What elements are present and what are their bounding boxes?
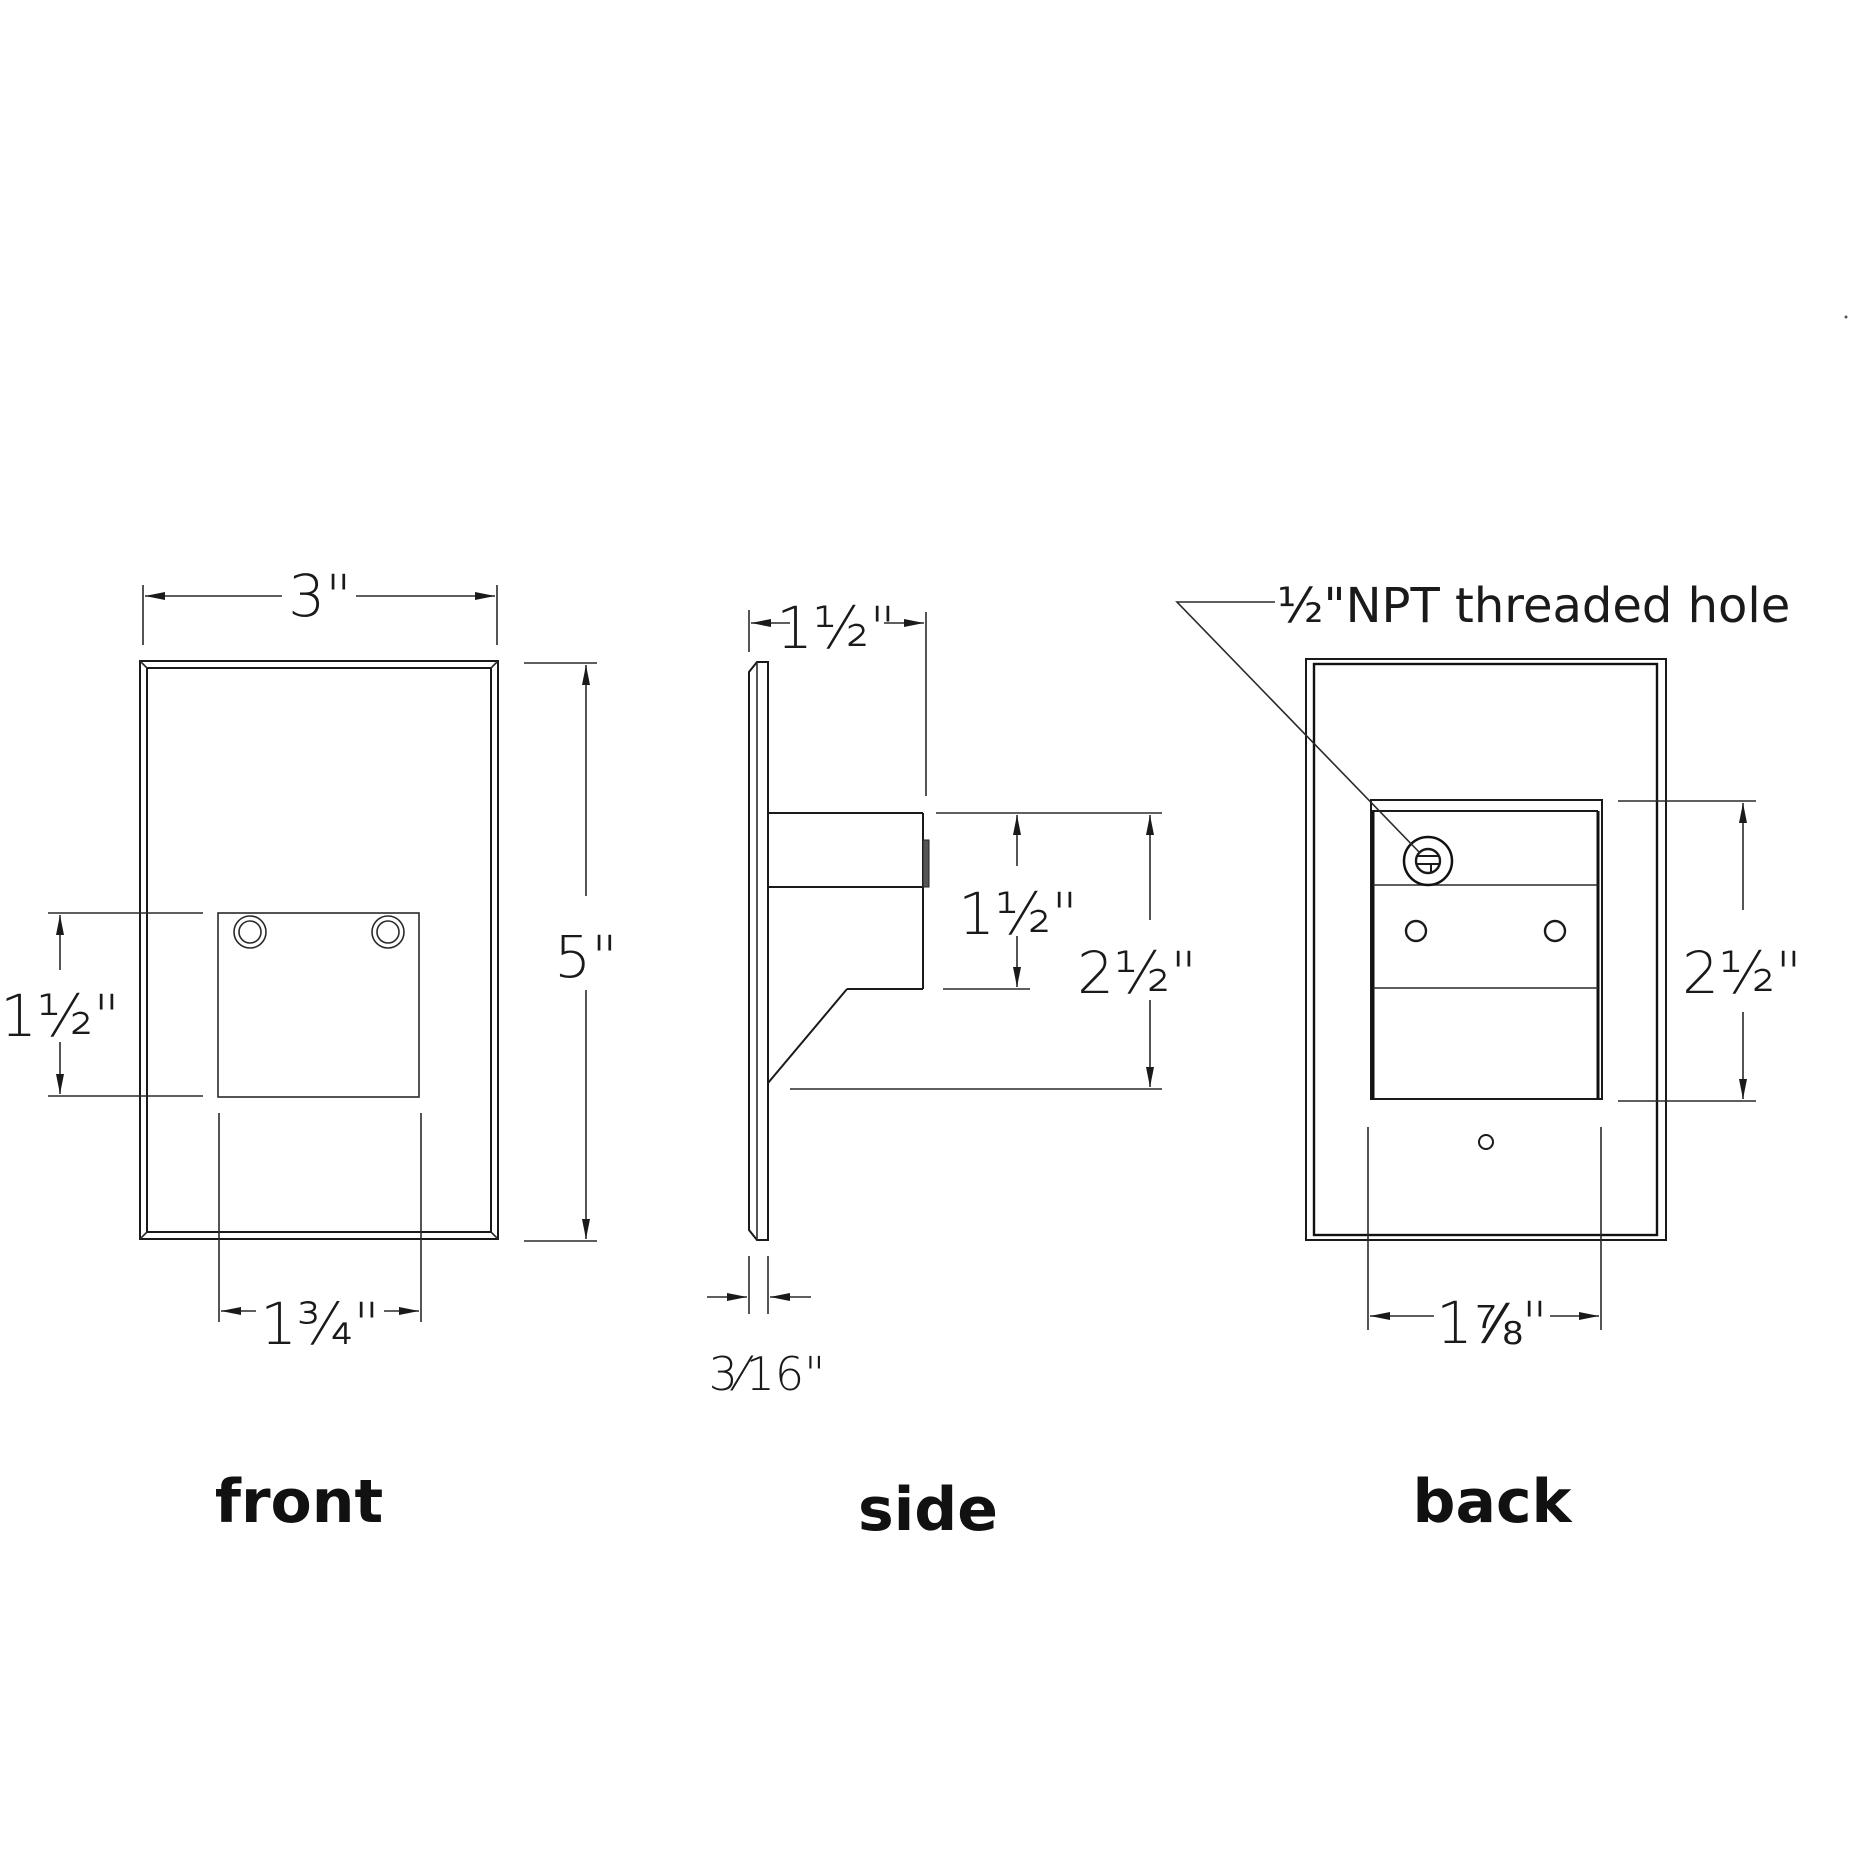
- front-box-height-label: 1½": [0, 982, 120, 1050]
- threaded-hole-icon: [1402, 835, 1454, 887]
- back-box-height-label: 2½": [1682, 939, 1802, 1007]
- back-plate-inner: [1312, 662, 1659, 1237]
- back-view: ½"NPT threaded hole 2½" 1⅞" back: [1175, 578, 1802, 1537]
- side-box-height-dimension: 1½": [936, 812, 1162, 990]
- side-overall-height-dimension: 2½": [790, 815, 1197, 1090]
- back-box-width-label: 1⅞": [1436, 1289, 1548, 1357]
- small-hole-icon: [1478, 1134, 1494, 1150]
- side-thickness-dimension: 3⁄16": [707, 1256, 825, 1401]
- side-overall-height-label: 2½": [1077, 939, 1197, 1007]
- front-height-label: 5": [554, 923, 618, 991]
- side-thickness-label: 3⁄16": [709, 1347, 826, 1401]
- back-view-label: back: [1413, 1467, 1574, 1537]
- front-box-width-dimension: 1¾": [218, 1113, 422, 1358]
- front-plate-inner: [146, 667, 492, 1233]
- threaded-hole-callout: ½"NPT threaded hole: [1175, 578, 1790, 854]
- back-box-height-dimension: 2½": [1618, 800, 1802, 1102]
- screw-icon: [233, 915, 267, 949]
- screw-icon: [371, 915, 405, 949]
- front-box: [217, 912, 420, 1098]
- side-view-label: side: [858, 1475, 998, 1545]
- side-box-height-label: 1½": [958, 880, 1078, 948]
- mounting-hole-icon: [1404, 919, 1428, 943]
- front-view-label: front: [215, 1467, 383, 1537]
- side-depth-dimension: 1½": [748, 594, 927, 796]
- front-box-width-label: 1¾": [260, 1290, 380, 1358]
- back-box: [1370, 799, 1603, 1100]
- front-box-height-dimension: 1½": [0, 912, 203, 1097]
- side-plate: [748, 661, 769, 1241]
- front-width-dimension: 3": [142, 562, 498, 645]
- side-depth-label: 1½": [776, 594, 896, 662]
- side-view: 1½" 1½" 2½" 3⁄16" side: [707, 594, 1197, 1545]
- front-view: 3" 5" 1½" 1¾" front: [0, 562, 618, 1537]
- back-plate-outer: [1305, 658, 1667, 1241]
- mounting-hole-icon: [1543, 919, 1567, 943]
- side-knob: [922, 839, 930, 888]
- front-height-dimension: 5": [524, 662, 618, 1242]
- stray-dot: [1844, 315, 1848, 319]
- threaded-hole-callout-text: ½"NPT threaded hole: [1277, 578, 1790, 634]
- front-width-label: 3": [288, 562, 352, 630]
- back-box-width-dimension: 1⅞": [1367, 1127, 1602, 1357]
- front-plate-outer: [139, 660, 499, 1240]
